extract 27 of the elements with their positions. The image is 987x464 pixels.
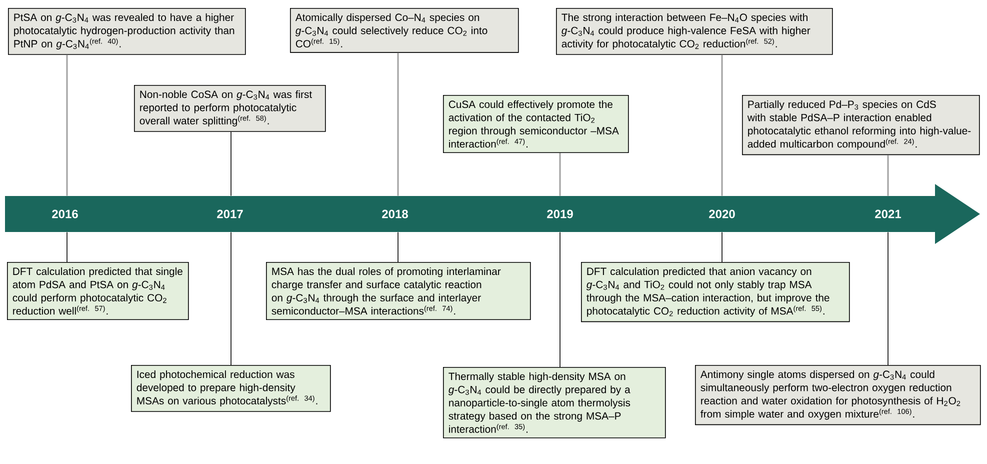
connector-line [721, 54, 723, 196]
timeline-arrow [5, 184, 980, 244]
connector-line [397, 52, 399, 196]
event-box: Non-noble CoSA on g-C$_{3}$N$_{4}$ was first reported to perform photocatalytic overall water splitting$^{(ref. 58)}$. [134, 85, 326, 132]
connector-line [66, 232, 68, 262]
year-label: 2016 [52, 210, 78, 218]
connector-line [230, 132, 232, 196]
event-box: The strong interaction between Fe–N$_{4}$O species with g-C$_{3}$N$_{4}$ could produce high-valence FeSA with higher activity for photocatalytic CO$_{2}$ reduction$^{(ref. 52)}$. [556, 8, 833, 55]
event-box: Partially reduced Pd–P$_{3}$ species on CdS with stable PdSA–P interaction enabled photocatalytic ethanol reforming into high-value-added multicarbon compound$^{(ref. 24)}$. [742, 95, 980, 156]
connector-line [230, 232, 232, 366]
event-box: PtSA on g-C$_{3}$N$_{4}$ was revealed to have a higher photocatalytic hydrogen-production activity than PtNP on g-C$_{3}$N$_{4}$$^{(ref. 40)}$. [8, 8, 246, 55]
event-box: DFT calculation predicted that anion vacancy on g-C$_{3}$N$_{4}$ and TiO$_{2}$ could not only stably trap MSA through the MSA–cation interaction, but improve the photocatalytic CO$_{2}$ reduction activity of MSA$^{(ref. 55)}$. [581, 262, 850, 322]
year-label: 2021 [875, 210, 902, 218]
connector-line [559, 153, 561, 196]
event-box: Atomically dispersed Co–N$_{4}$ species on g-C$_{3}$N$_{4}$ could selectively reduce CO$_{2}$ into CO$^{(ref. 15)}$. [290, 8, 519, 53]
year-label: 2017 [217, 210, 243, 218]
year-label: 2019 [547, 210, 573, 218]
connector-line [66, 54, 68, 196]
year-label: 2018 [382, 210, 408, 218]
year-label: 2020 [709, 210, 735, 218]
event-box: Antimony single atoms dispersed on g-C$_{3}$N$_{4}$ could simultaneously perform two-electron oxygen reduction reaction and water oxidation for photosynthesis of H$_{2}$O$_{2}$ from simple water and oxygen mixture$^{(ref. 106)}$. [695, 365, 981, 426]
event-box: Iced photochemical reduction was developed to prepare high-density MSAs on various photocatalysts$^{(ref. 34)}$. [131, 365, 331, 412]
event-box: Thermally stable high-density MSA ong-C$_{3}$N$_{4}$ could be directly prepared by a nanoparticle-to-single atom thermolysis strategy based on the strong MSA–P interaction$^{(ref. 35)}$. [443, 367, 666, 438]
connector-line [887, 155, 889, 196]
event-box: MSA has the dual roles of promoting interlaminar charge transfer and surface catalytic reaction on g-C$_{3}$N$_{4}$ through the surface and interlayer semiconductor–MSA interactions$^{(ref. 74)}$. [266, 262, 531, 320]
event-box: DFT calculation predicted that single atom PdSA and PtSA on g-C$_{3}$N$_{4}$ could perform photocatalytic CO$_{2}$ reduction well$^{(ref. 57)}$. [7, 262, 189, 320]
event-box: CuSA could effectively promote the activation of the contacted TiO$_{2}$ region through semiconductor –MSA interaction$^{(ref. 47)}$. [443, 95, 629, 154]
